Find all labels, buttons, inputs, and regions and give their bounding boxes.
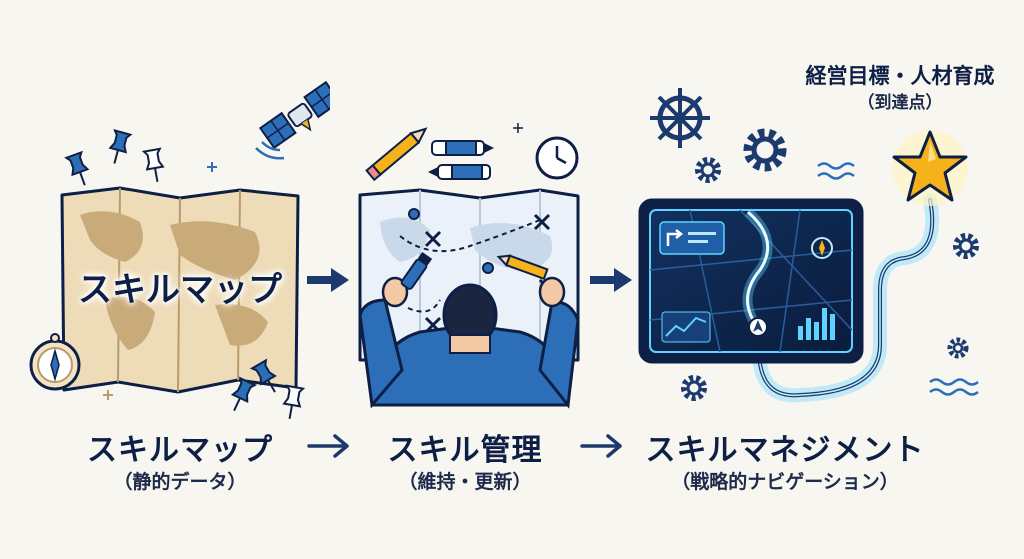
gear-icon [947,337,969,359]
gear-icon [743,128,787,172]
gear-icon [681,375,707,401]
pushpin-icon [64,150,90,186]
arrow-right-icon [307,434,349,458]
stage2-subtitle: （維持・更新） [398,471,532,493]
old-map [60,186,300,394]
pushpin-icon [141,147,165,182]
clock-icon [535,136,579,180]
person-figure [358,251,580,409]
compass-icon [29,333,81,391]
arrow-right-icon [580,434,622,458]
arrow-right-icon [590,268,632,292]
gear-icon [695,157,721,183]
marker-icon [428,164,491,180]
pushpin-icon [249,358,277,393]
stage1-subtitle: （静的データ） [113,471,247,493]
satellite-icon [258,80,330,150]
ship-wheel-icon [650,88,710,148]
goal-subtitle: （到達点） [857,93,943,113]
stage1-illustration [29,80,330,419]
stage2-title: スキル管理 [387,433,543,468]
pencil-icon [365,127,428,182]
marker-icon [431,140,494,156]
pushpin-icon [230,376,258,412]
map-label: スキルマップ [78,270,282,310]
stage3-illustration [638,88,979,403]
stage2-illustration [358,123,580,409]
goal-title: 経営目標・人材育成 [805,64,995,88]
gear-icon [953,233,979,259]
pushpin-icon [108,129,133,164]
star-icon [892,130,968,206]
stage3-title: スキルマネジメント [645,433,925,468]
stage3-subtitle: （戦略的ナビゲーション） [671,471,899,493]
arrow-right-icon [307,268,349,292]
pushpin-icon [282,384,306,419]
stage1-title: スキルマップ [87,433,273,468]
